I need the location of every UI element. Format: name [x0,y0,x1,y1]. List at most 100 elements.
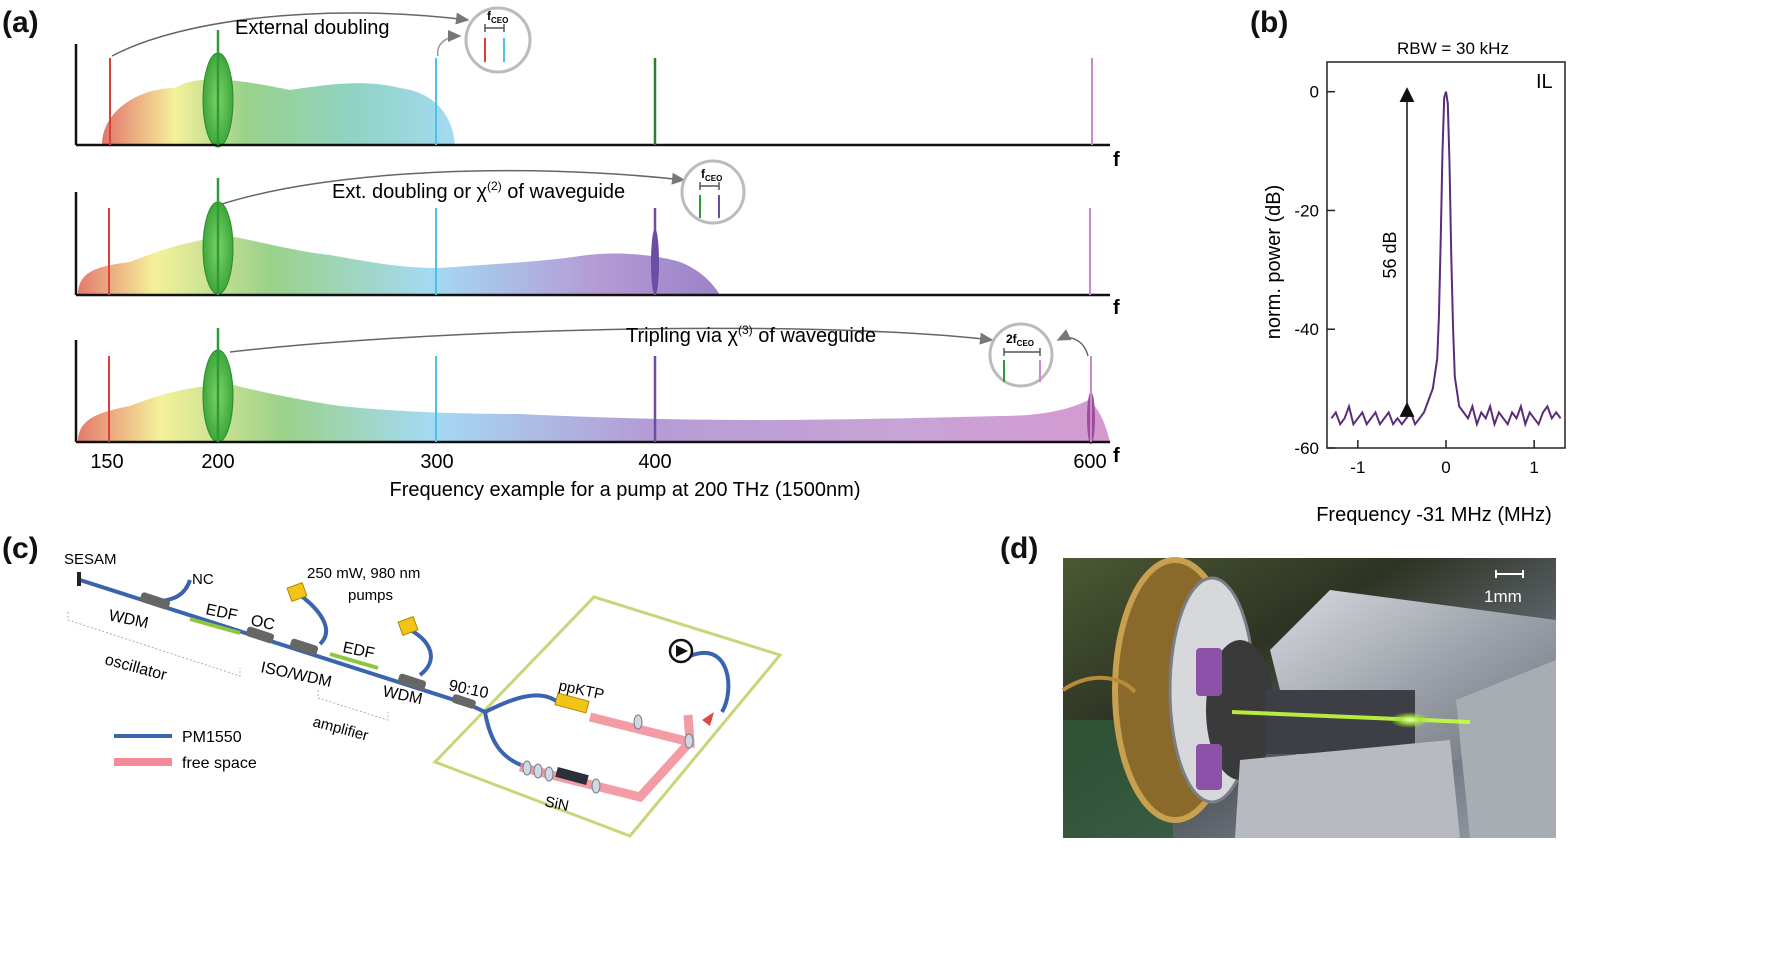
legend-fs-label: free space [182,755,257,772]
svg-text:fCEO: fCEO [701,167,722,183]
amplifier-bracket [317,690,389,721]
spectrum-area-2 [78,236,720,295]
arrow-tripling-3 [229,327,994,353]
label-iso-wdm: ISO/WDM [259,659,333,691]
lens-5 [544,766,554,782]
oc-coupler [245,626,275,644]
arrow-hook-1 [437,30,462,57]
tick-label-600: 600 [1073,451,1106,473]
label-oscillator: oscillator [103,651,169,684]
label-sin: SiN [543,793,570,815]
tick-label-150: 150 [90,451,123,473]
two-fceo-sub: CEO [1017,339,1034,348]
tick-label-200: 200 [201,451,234,473]
spectrum-row-3: f Tripling via χ(3) of waveguide 2fCEO [74,322,1120,467]
axis-letter-1: f [1113,149,1120,171]
axis-letter-3: f [1113,445,1120,467]
label-amplifier: amplifier [311,713,370,744]
x-tick-label-0: -1 [1350,458,1365,477]
legend-pm-label: PM1550 [182,729,242,746]
x-axis-label: Frequency -31 MHz (MHz) [1316,504,1552,526]
label-oc: OC [249,612,276,634]
label-sesam: SESAM [64,551,117,568]
label-pumps-2: pumps [348,587,393,604]
lens-6 [591,778,601,794]
photodetector-icon [668,638,694,664]
label-edf-2: EDF [341,639,376,662]
panel-label-b: (b) [1250,6,1288,39]
corner-label: IL [1536,71,1553,93]
edf-segment-2 [329,652,379,670]
mirror [702,712,714,726]
panel-a-xlabel: Frequency example for a pump at 200 THz … [390,479,861,501]
fiber-branch-up [484,693,562,714]
fceo-sub-1: CEO [491,16,508,25]
fiber-branch-down [483,711,531,770]
setup-schematic: SESAM NC WDM EDF OC ISO/WDM EDF WDM 90:1… [64,551,783,838]
tick-label-300: 300 [420,451,453,473]
fiber-detector [689,651,731,714]
fiber-pump-1 [298,593,328,646]
edf-segment-1 [189,617,241,635]
fceo-label-2: f [701,167,706,181]
iso-wdm-coupler [289,638,319,656]
arrow-doubling-1 [111,12,470,57]
label-wdm-1: WDM [107,607,150,632]
pump-diode-2 [397,616,419,636]
annotation-row-1: External doubling [235,17,390,39]
scale-label: 1mm [1484,587,1522,606]
ppktp-crystal [554,692,590,714]
spectrum-row-1: f External doubling fCEO [74,6,1120,171]
y-tick-label-0: 0 [1310,83,1319,102]
y-tick-label-1: -20 [1294,201,1319,220]
lens-2 [684,733,694,749]
spectrum-area-1 [102,79,455,145]
plot-frame [1326,61,1566,449]
label-nc: NC [192,571,214,588]
lens-4 [533,763,543,779]
x-tick-label-1: 0 [1441,458,1450,477]
spectrum-row-2: f Ext. doubling or χ(2) of waveguide fCE… [74,159,1120,319]
free-space-box [432,595,783,838]
free-space-beam [518,712,695,803]
sin-chip [555,767,589,785]
wdm-coupler-2 [397,673,427,691]
two-fceo-inset-3: 2fCEO [988,322,1054,388]
panel-b-chart: RBW = 30 kHz IL norm. power (dB) Frequen… [1263,39,1566,526]
arrow-hook-3 [1056,329,1089,357]
splitter-9010 [451,694,476,709]
fiber-pump-2 [409,628,433,677]
panel-label-a: (a) [2,6,39,39]
axis-letter-2: f [1113,297,1120,319]
y-tick-label-3: -60 [1294,439,1319,458]
pump-diode-1 [286,582,308,602]
device-photo: 1mm [1061,557,1556,838]
annotation-row-3: Tripling via χ(3) of waveguide [626,323,876,347]
label-edf-1: EDF [204,601,239,624]
annotation-row-2: Ext. doubling or χ(2) of waveguide [332,179,625,203]
two-fceo-label: 2f [1006,332,1018,346]
panel-label-d: (d) [1000,532,1038,565]
lens-1 [633,714,643,730]
svg-text:2fCEO: 2fCEO [1006,332,1034,348]
wdm-coupler-1 [139,592,171,610]
arrow-doubling-2 [221,169,686,205]
lens-3 [522,760,532,776]
fceo-inset-2: fCEO [680,159,746,225]
fceo-sub-2: CEO [705,174,722,183]
label-pumps-1: 250 mW, 980 nm [307,565,420,582]
tick-label-400: 400 [638,451,671,473]
chart-title: RBW = 30 kHz [1397,39,1509,58]
y-axis-label: norm. power (dB) [1263,185,1285,340]
panel-label-c: (c) [2,532,39,565]
series-line-0 [1330,91,1562,428]
oscillator-bracket [67,612,241,677]
sesam [77,572,81,586]
fceo-inset-1: fCEO [464,6,532,74]
fceo-label-1: f [487,9,492,23]
x-tick-label-2: 1 [1529,458,1538,477]
svg-text:fCEO: fCEO [487,9,508,25]
annotation-56db: 56 dB [1380,231,1400,278]
y-tick-label-2: -40 [1294,320,1319,339]
